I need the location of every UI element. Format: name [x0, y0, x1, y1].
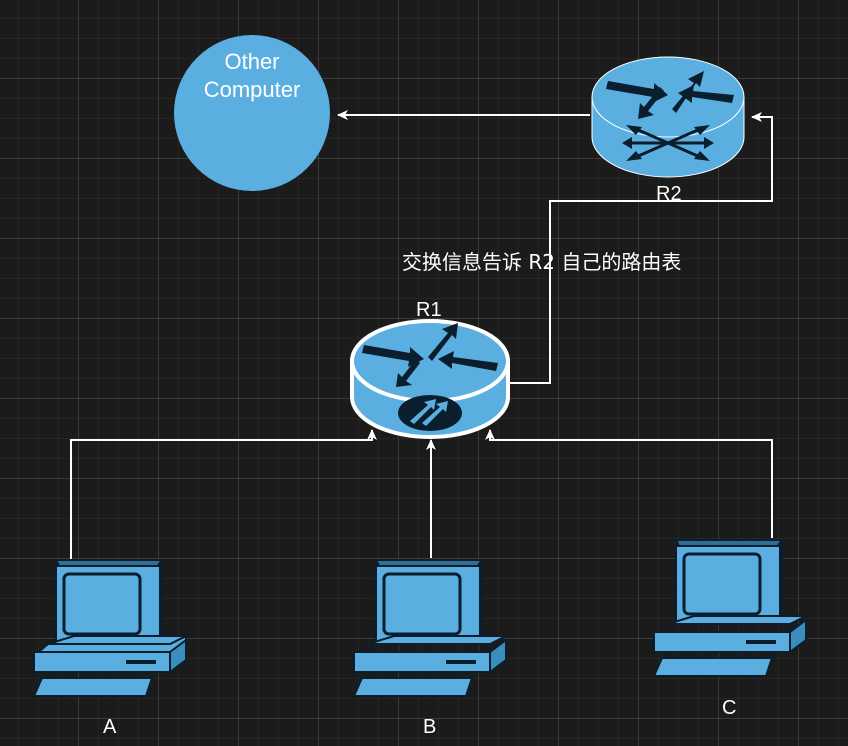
connectors — [70, 110, 773, 560]
edge-a-to-r1 — [70, 429, 377, 560]
edge-r1-to-r2 — [508, 112, 773, 384]
computer-a-icon[interactable] — [32, 559, 187, 697]
other-computer-node[interactable] — [174, 35, 330, 191]
r1-label: R1 — [416, 299, 442, 321]
r1-router-icon[interactable] — [350, 319, 510, 439]
other-computer-label: Other Computer — [180, 48, 324, 104]
other-computer-label-line2: Computer — [203, 77, 301, 102]
edge-c-to-r1 — [485, 429, 773, 538]
r2-router-icon[interactable] — [591, 56, 745, 178]
exchange-edge-label: 交换信息告诉 R2 自己的路由表 — [402, 250, 682, 274]
computer-a-label: A — [103, 716, 117, 738]
computer-b-icon[interactable] — [352, 559, 507, 697]
other-computer-label-line1: Other — [224, 49, 280, 74]
r2-label: R2 — [656, 183, 682, 205]
computer-b-label: B — [423, 716, 437, 738]
computer-c-icon[interactable] — [652, 539, 807, 677]
computer-c-label: C — [722, 697, 737, 719]
